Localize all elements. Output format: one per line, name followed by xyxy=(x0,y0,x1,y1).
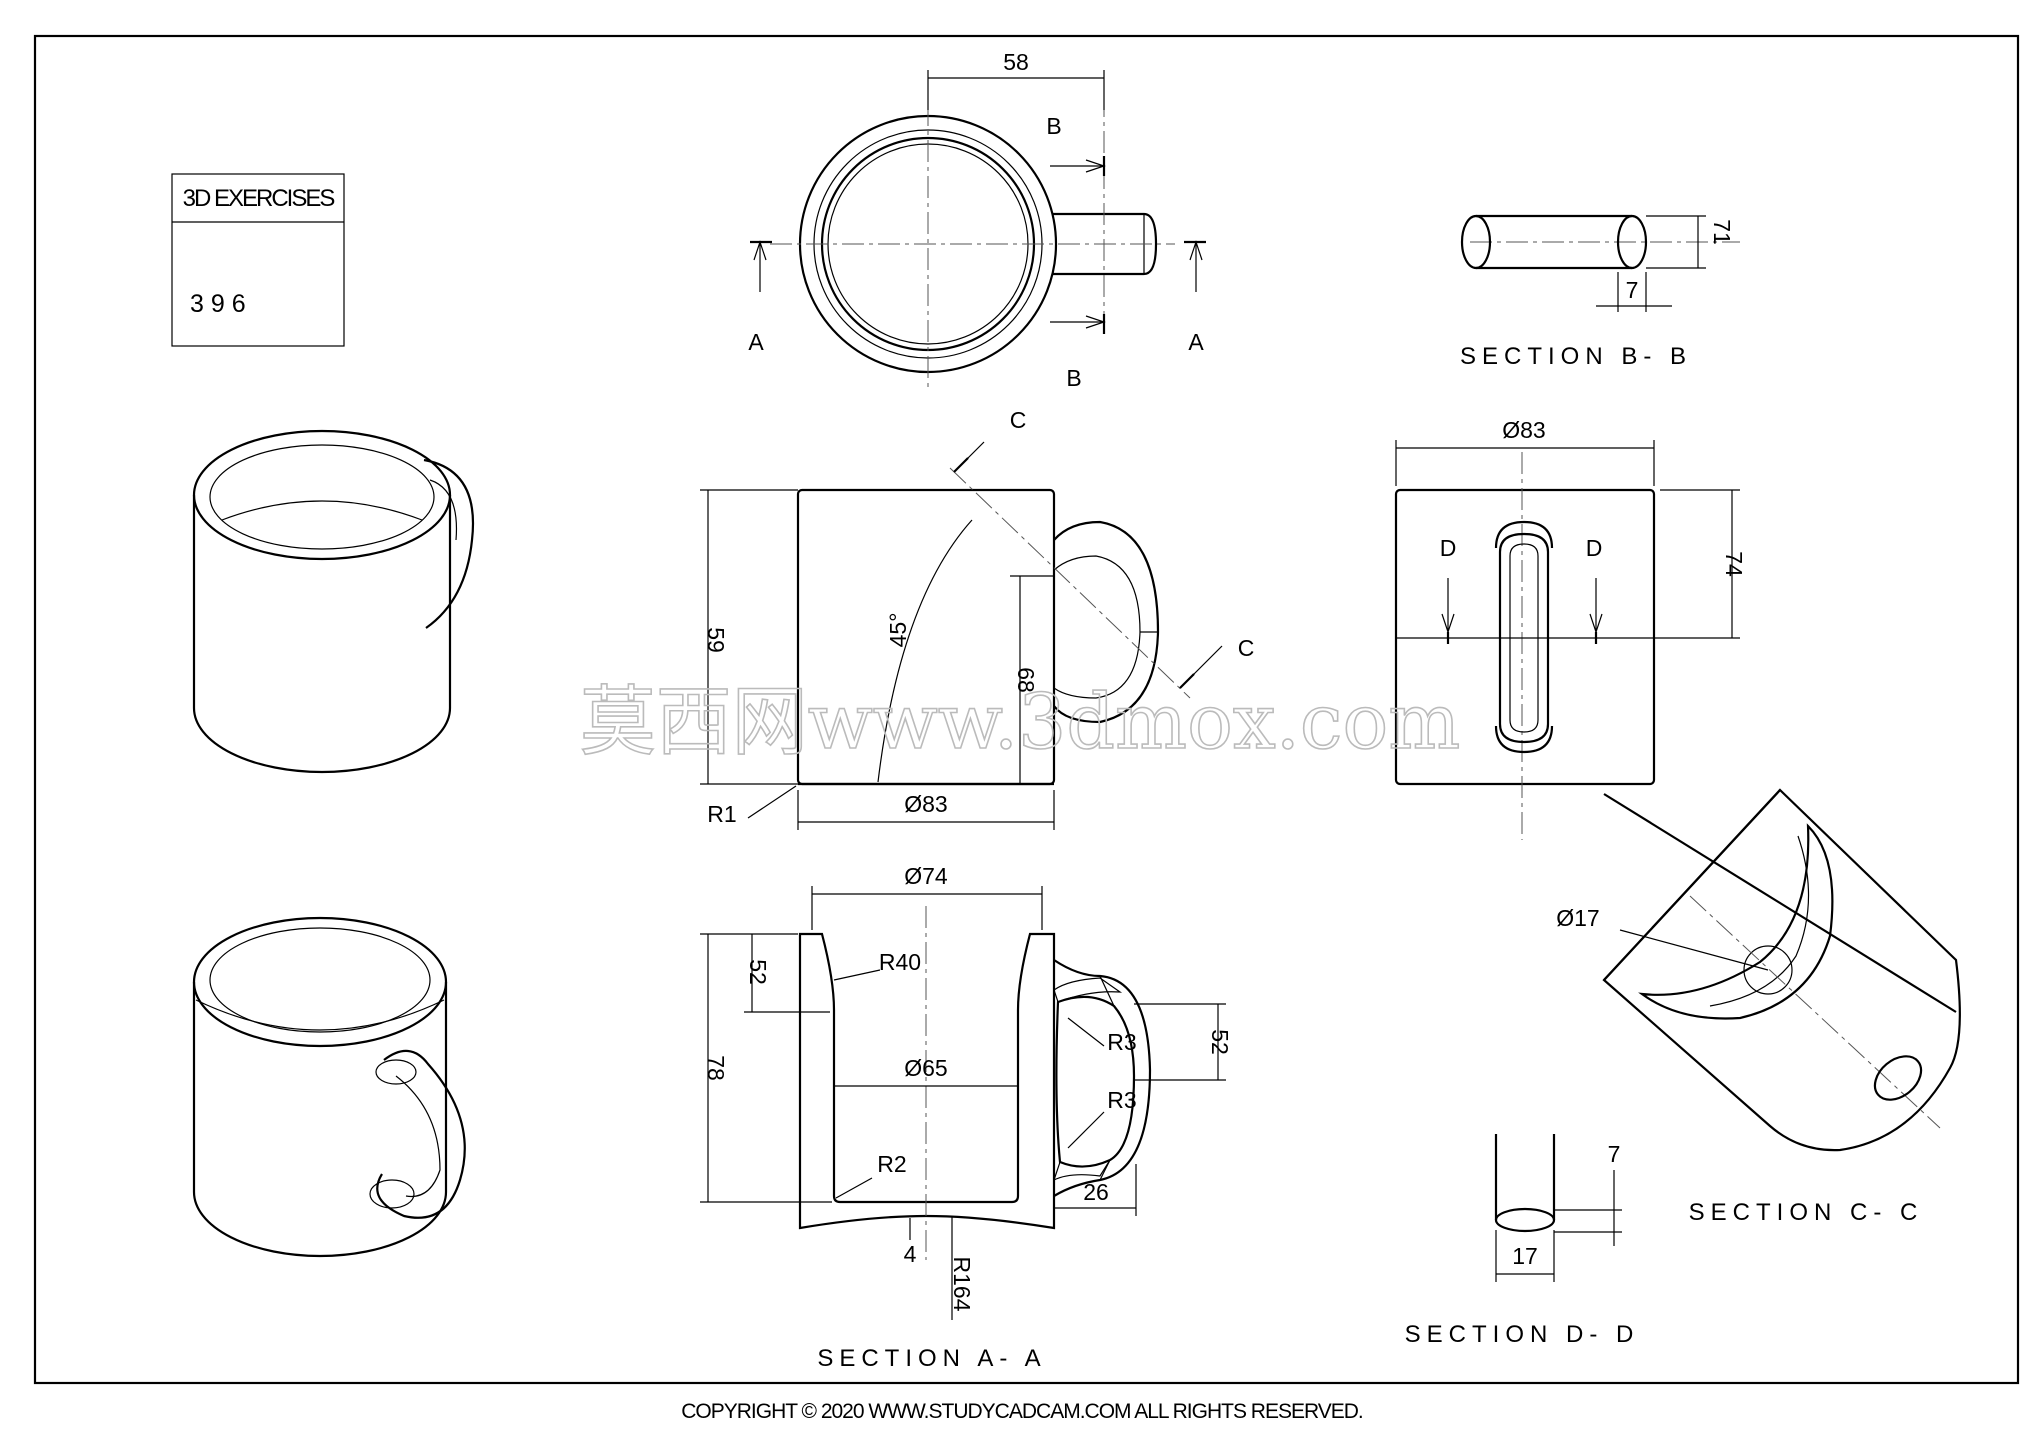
sec-aa-dim-52a: 52 xyxy=(745,959,771,985)
sec-aa-dim-d65: Ø65 xyxy=(904,1055,947,1081)
sec-aa-dim-r2: R2 xyxy=(877,1151,906,1177)
side-view: D D Ø83 74 xyxy=(1394,417,1747,840)
sec-aa-dim-26: 26 xyxy=(1083,1179,1109,1205)
sec-aa-dim-78: 78 xyxy=(703,1055,729,1081)
sec-aa-dim-52b: 52 xyxy=(1207,1029,1233,1055)
cut-a-right: A xyxy=(1188,329,1204,355)
section-bb: 71 7 SECTION B- B xyxy=(1460,214,1740,370)
section-cc: Ø17 SECTION C- C xyxy=(1556,788,1961,1226)
cut-c-bottom: C xyxy=(1238,635,1255,661)
sec-dd-label: SECTION D- D xyxy=(1405,1321,1640,1348)
watermark: 莫西网www.3dmox.com xyxy=(580,677,1461,766)
cut-d-left: D xyxy=(1440,535,1457,561)
cut-d-right: D xyxy=(1586,535,1603,561)
sec-aa-dim-4: 4 xyxy=(904,1241,917,1267)
title-heading: 3D EXERCISES xyxy=(183,185,335,212)
sec-bb-dim-71: 71 xyxy=(1709,219,1735,245)
sec-aa-dim-r3a: R3 xyxy=(1107,1029,1136,1055)
isometric-mug-top xyxy=(192,429,475,774)
sec-aa-dim-r3b: R3 xyxy=(1107,1087,1136,1113)
exercise-number: 3 9 6 xyxy=(190,290,246,318)
front-dim-r1: R1 xyxy=(707,801,736,827)
front-dim-d83: Ø83 xyxy=(904,791,947,817)
sec-bb-label: SECTION B- B xyxy=(1460,343,1692,370)
cut-b-top: B xyxy=(1046,113,1061,139)
sec-dd-dim-7: 7 xyxy=(1608,1141,1621,1167)
top-view: 58 A A B B xyxy=(748,49,1206,391)
front-angle: 45° xyxy=(885,613,911,648)
section-aa: Ø74 Ø65 R40 R2 R3 R3 52 52 78 26 xyxy=(700,863,1233,1372)
section-dd: 7 17 SECTION D- D xyxy=(1405,1134,1640,1348)
cut-b-bottom: B xyxy=(1066,365,1081,391)
side-dim-d83: Ø83 xyxy=(1502,417,1545,443)
title-block: 3D EXERCISES 3 9 6 xyxy=(171,173,345,347)
sec-cc-label: SECTION C- C xyxy=(1689,1199,1924,1226)
front-view: C C 45° 59 68 Ø83 R1 xyxy=(700,407,1254,830)
sec-aa-dim-r164: R164 xyxy=(949,1257,975,1312)
sec-aa-dim-d74: Ø74 xyxy=(904,863,948,889)
sec-aa-label: SECTION A- A xyxy=(817,1345,1046,1372)
sec-aa-dim-r40: R40 xyxy=(879,949,921,975)
sec-cc-dim-d17: Ø17 xyxy=(1556,905,1599,931)
copyright-notice: COPYRIGHT © 2020 WWW.STUDYCADCAM.COM ALL… xyxy=(681,1400,1364,1423)
front-dim-68: 68 xyxy=(1013,667,1039,693)
side-dim-74: 74 xyxy=(1721,551,1747,577)
dim-58: 58 xyxy=(1003,49,1029,75)
sec-bb-dim-7: 7 xyxy=(1626,277,1639,303)
sec-dd-dim-17: 17 xyxy=(1512,1243,1538,1269)
cut-a-left: A xyxy=(748,329,764,355)
isometric-mug-bottom xyxy=(192,916,466,1258)
front-dim-59: 59 xyxy=(703,627,729,653)
sheet-border xyxy=(33,34,2020,1385)
cut-c-top: C xyxy=(1010,407,1027,433)
